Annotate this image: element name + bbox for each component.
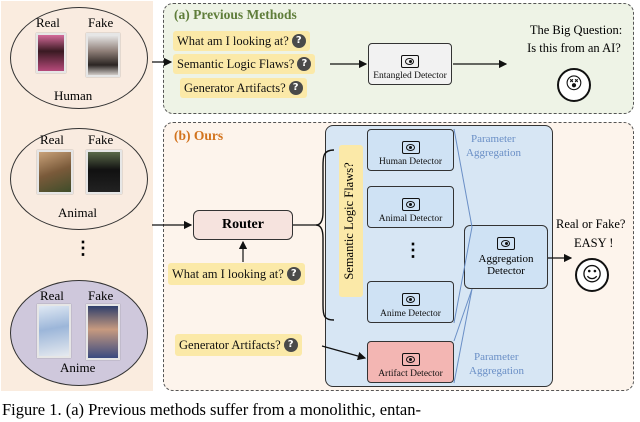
anime-fake-image (86, 304, 120, 360)
param-line-top-a (453, 128, 473, 228)
eye-icon (401, 198, 420, 211)
animal-group (10, 128, 148, 230)
router-question-text: What am I looking at? (172, 266, 284, 281)
detector-bracket (315, 149, 335, 321)
arrow-artifact-to-detector (321, 345, 367, 361)
prev-question-semantic: Semantic Logic Flaws?? (173, 54, 316, 74)
param-line-top-b (453, 226, 473, 324)
aggregation-detector: Aggregation Detector (464, 225, 548, 289)
detector-ellipsis: ⋮ (404, 240, 422, 260)
param-line-bot-b (453, 288, 473, 384)
human-real-image (36, 33, 66, 73)
prev-output-line2: Is this from an AI? (527, 41, 621, 55)
artifact-detector: Artifact Detector (367, 341, 454, 383)
animal-detector: Animal Detector (367, 186, 454, 228)
eye-icon (401, 353, 420, 366)
ours-output-line1: Real or Fake? (556, 217, 626, 231)
param-agg-bottom-1: Parameter (474, 351, 519, 363)
artifact-question-text: Generator Artifacts? (179, 337, 281, 352)
anime-category-label: Anime (60, 360, 96, 375)
animal-real-image (37, 150, 73, 194)
smile-face-icon: ☺ (575, 258, 609, 292)
anime-real-label: Real (40, 288, 64, 303)
artifact-question: Generator Artifacts?? (175, 334, 302, 356)
anime-group (10, 280, 148, 386)
prev-question-artifacts-text: Generator Artifacts? (184, 80, 286, 95)
router-box: Router (193, 210, 293, 240)
eye-icon (401, 55, 419, 68)
animal-fake-label: Fake (88, 132, 114, 147)
figure-caption: Figure 1. (a) Previous methods suffer fr… (2, 400, 421, 419)
previous-methods-title: (a) Previous Methods (174, 7, 297, 22)
anime-real-image (37, 304, 71, 358)
eye-icon (401, 293, 420, 306)
human-detector: Human Detector (367, 129, 454, 171)
group-ellipsis: ⋮ (74, 238, 92, 258)
param-line-bot-a (453, 288, 473, 342)
semantic-label-box (339, 145, 363, 297)
artifact-detector-label: Artifact Detector (378, 369, 443, 379)
animal-real-label: Real (40, 132, 64, 147)
prev-question-what: What am I looking at?? (173, 31, 310, 51)
question-icon: ? (297, 57, 312, 71)
question-icon: ? (283, 338, 298, 352)
prev-question-semantic-text: Semantic Logic Flaws? (177, 56, 295, 71)
router-label: Router (222, 217, 264, 232)
eye-icon (401, 141, 420, 154)
human-category-label: Human (54, 88, 93, 103)
ours-title: (b) Ours (174, 128, 224, 143)
animal-detector-label: Animal Detector (378, 214, 443, 224)
human-fake-label: Fake (88, 15, 114, 30)
prev-question-artifacts: Generator Artifacts?? (180, 78, 307, 98)
router-question: What am I looking at?? (168, 263, 305, 285)
entangled-detector-label: Entangled Detector (373, 71, 447, 81)
human-real-label: Real (36, 15, 60, 30)
anime-detector: Anime Detector (367, 281, 454, 323)
human-fake-image (86, 33, 120, 77)
aggregation-label-1: Aggregation (478, 253, 534, 265)
param-agg-top-1: Parameter (471, 133, 516, 145)
question-icon: ? (291, 34, 306, 48)
animal-category-label: Animal (58, 205, 97, 220)
question-icon: ? (288, 81, 303, 95)
prev-question-what-text: What am I looking at? (177, 33, 289, 48)
entangled-detector: Entangled Detector (368, 43, 452, 85)
ours-output-line2: EASY ! (574, 236, 614, 250)
eye-icon (497, 237, 515, 250)
param-agg-top-2: Aggregation (466, 147, 521, 159)
dizzy-face-icon: 😵 (557, 68, 591, 102)
param-agg-bottom-2: Aggregation (469, 365, 524, 377)
question-icon: ? (286, 267, 301, 281)
aggregation-label-2: Detector (487, 265, 525, 277)
prev-output-line1: The Big Question: (529, 23, 623, 37)
anime-fake-label: Fake (88, 288, 114, 303)
human-group (10, 7, 148, 109)
human-detector-label: Human Detector (378, 157, 443, 167)
animal-fake-image (86, 150, 122, 194)
anime-detector-label: Anime Detector (380, 309, 441, 319)
